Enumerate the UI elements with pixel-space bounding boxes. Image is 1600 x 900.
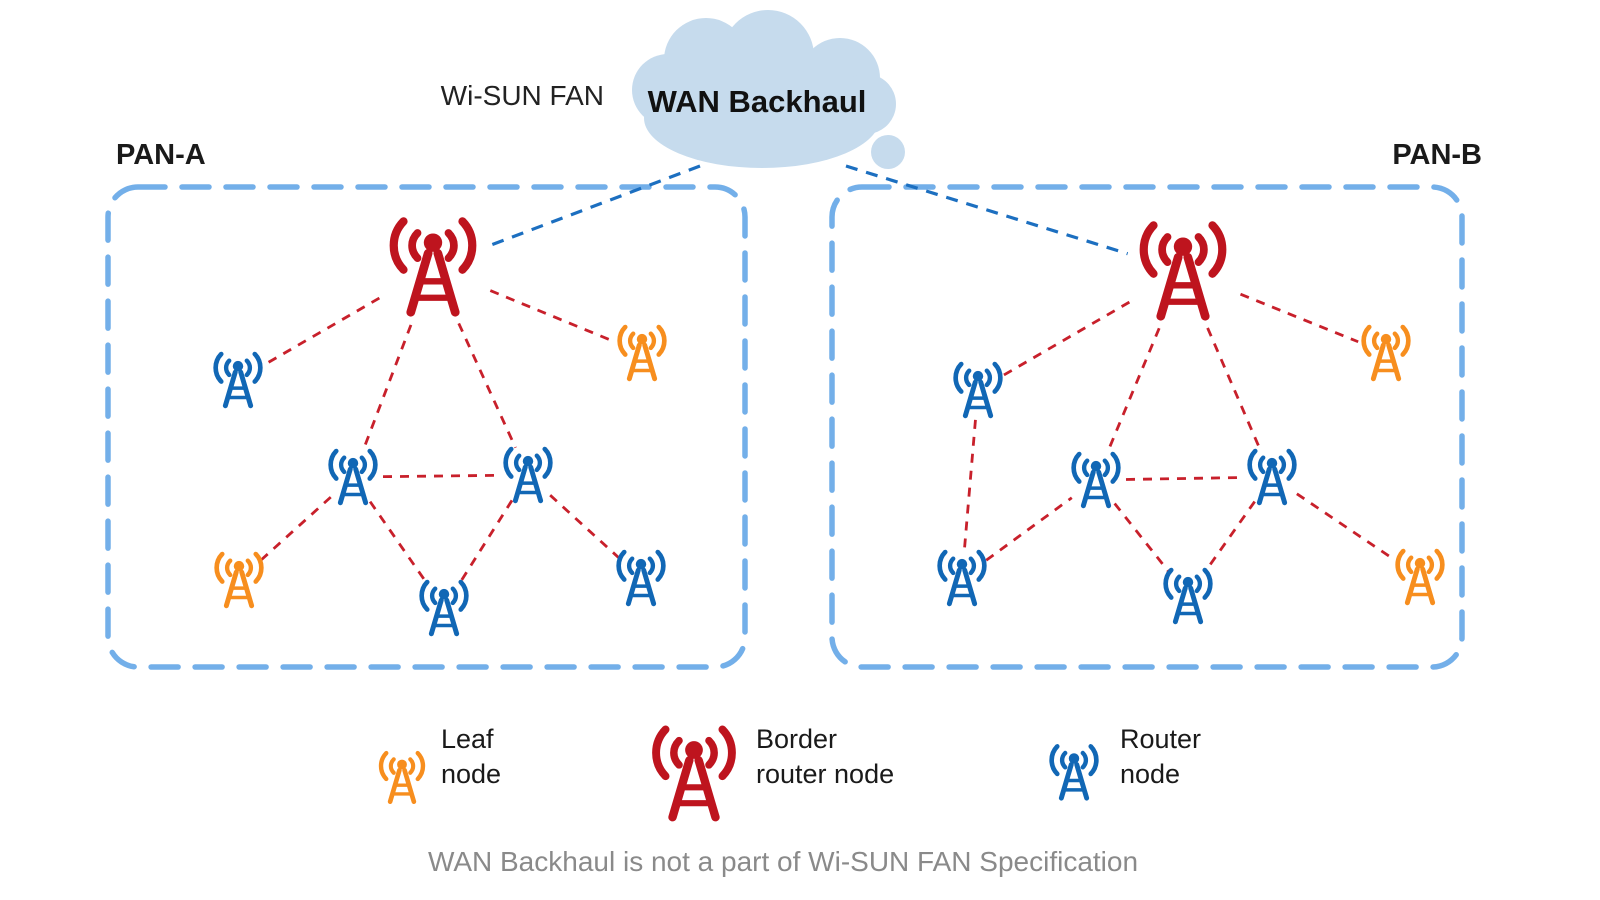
wan-backhaul-cloud [632, 10, 905, 169]
router-node-legend-label: Router node [1120, 722, 1201, 792]
router-node-icon [331, 451, 376, 503]
pan-b-box [829, 184, 1465, 670]
mesh-link [1296, 492, 1396, 562]
mesh-link [489, 289, 615, 343]
mesh-link [1113, 502, 1171, 574]
mesh-link [382, 473, 499, 479]
pan-a-title: PAN-A [116, 139, 206, 171]
mesh-link [1003, 300, 1131, 377]
legend-label-line: Router [1120, 724, 1202, 754]
mesh-link [1106, 327, 1161, 453]
mesh-link [362, 324, 413, 450]
legend-label-line: Leaf [441, 724, 494, 754]
mesh-link [549, 494, 620, 559]
leaf-node-icon [1398, 551, 1443, 603]
mesh-link [1206, 327, 1262, 451]
mesh-link [263, 296, 381, 367]
legend-label-line: router node [756, 759, 895, 789]
mesh-link [985, 496, 1073, 562]
leaf-node-legend-label: Leaf node [441, 722, 501, 792]
mesh-link [1125, 476, 1243, 481]
router-node-icon [1250, 451, 1295, 503]
leaf-node-icon [1364, 327, 1409, 379]
mesh-link [458, 499, 514, 584]
wan-backhaul-label: WAN Backhaul [647, 84, 867, 119]
mesh-link [457, 322, 517, 449]
leaf-node-icon [620, 327, 665, 379]
router-node-icon [1041, 742, 1107, 808]
border-router-node-icon [638, 722, 750, 834]
border-router-legend-label: Border router node [756, 722, 894, 792]
legend-label-line: node [441, 759, 502, 789]
wan-link [845, 164, 1129, 256]
mesh-link [963, 419, 977, 549]
wan-backhaul-disclaimer: WAN Backhaul is not a part of Wi-SUN FAN… [427, 846, 1139, 877]
router-node-icon [422, 582, 467, 634]
mesh-link [260, 496, 332, 561]
legend-label-line: node [1120, 759, 1181, 789]
router-node-icon [1074, 454, 1119, 506]
pan-a-box [105, 184, 748, 670]
mesh-link [1204, 500, 1256, 573]
leaf-node-icon [217, 554, 262, 606]
router-node-icon [1166, 570, 1211, 622]
pan-b-title: PAN-B [1392, 139, 1482, 171]
router-node-icon [506, 449, 551, 501]
wisun-fan-label: Wi-SUN FAN [440, 80, 604, 111]
wan-link [486, 164, 701, 248]
router-node-icon [956, 364, 1001, 416]
mesh-link [368, 500, 429, 585]
leaf-node-icon [371, 749, 433, 811]
border-router-node-icon [1144, 225, 1223, 316]
border-router-node-icon [394, 221, 473, 312]
router-node-icon [619, 552, 664, 604]
legend-label-line: Border [756, 724, 838, 754]
router-node-icon [940, 552, 985, 604]
router-node-icon [216, 354, 261, 406]
mesh-link [1239, 292, 1359, 344]
